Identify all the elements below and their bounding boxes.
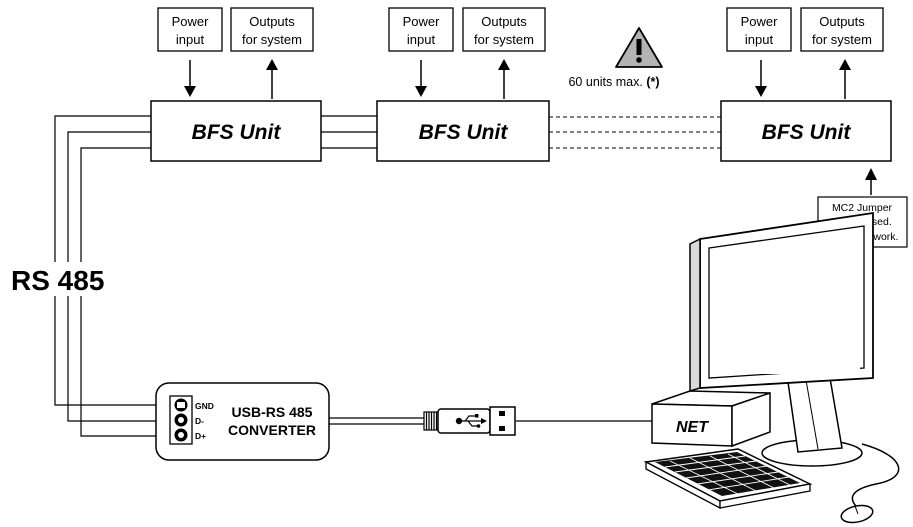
outputs-arrow-head-3 (839, 59, 851, 70)
usb-cable (329, 406, 652, 436)
power-input-box-1 (157, 7, 223, 52)
terminal-screw-gnd (174, 398, 188, 412)
desktop-computer-icon: NET (643, 211, 900, 524)
bfs-unit-label-1: BFS Unit (192, 121, 282, 144)
usb-symbol-icon (455, 414, 487, 428)
pin-label-dminus: D- (195, 416, 204, 426)
outputs-box-1 (230, 7, 314, 52)
mouse-cable (851, 443, 900, 511)
outputs-label-3b: for system (812, 32, 872, 47)
outputs-label-3a: Outputs (819, 14, 865, 29)
rs485-label-bg (8, 262, 126, 296)
power-input-label-1a: Power (172, 14, 210, 29)
outputs-arrow-head-1 (266, 59, 278, 70)
power-input-label-2b: input (407, 32, 436, 47)
warning-group: 60 units max. (*) (568, 27, 663, 89)
jumper-arrow-head (865, 168, 877, 180)
power-input-box-3 (726, 7, 792, 52)
power-input-label-3b: input (745, 32, 774, 47)
bus-wire-gnd (54, 115, 175, 406)
computer-case: NET (651, 390, 771, 448)
monitor-screen (712, 252, 860, 374)
power-arrow-head-2 (415, 86, 427, 97)
outputs-label-2b: for system (474, 32, 534, 47)
outputs-box-3 (800, 7, 884, 52)
warning-triangle-icon (615, 27, 663, 68)
usb-rs485-converter: GND D- D+ USB-RS 485 CONVERTER (155, 382, 330, 461)
computer-label: NET (676, 419, 709, 436)
bfs-unit-2-group: Power input Outputs for system BFS Unit (376, 7, 550, 162)
monitor-stand (761, 377, 863, 467)
terminal-screw-dplus (174, 428, 188, 442)
warning-text: 60 units max. (*) (568, 75, 659, 89)
outputs-box-2 (462, 7, 546, 52)
converter-label-line1: USB-RS 485 (232, 404, 313, 420)
power-input-label-3a: Power (741, 14, 779, 29)
bfs-unit-3-group: Power input Outputs for system BFS Unit … (720, 7, 908, 248)
power-input-label-2a: Power (403, 14, 441, 29)
pin-label-gnd: GND (195, 401, 214, 411)
usb-cable-strain-relief (423, 411, 439, 431)
bfs-unit-label-2: BFS Unit (419, 121, 509, 144)
outputs-label-2a: Outputs (481, 14, 527, 29)
terminal-screw-dminus (174, 413, 188, 427)
outputs-label-1a: Outputs (249, 14, 295, 29)
outputs-arrow-head-2 (498, 59, 510, 70)
keyboard (643, 448, 813, 510)
outputs-label-1b: for system (242, 32, 302, 47)
rs485-label: RS 485 (11, 265, 104, 296)
pin-label-dplus: D+ (195, 431, 206, 441)
rs485-bus-continuation (549, 116, 721, 149)
jumper-note-line1: MC2 Jumper (832, 202, 893, 214)
bfs-unit-label-3: BFS Unit (762, 121, 852, 144)
bfs-unit-box-1 (150, 100, 322, 162)
bfs-unit-1-group: Power input Outputs for system BFS Unit (150, 7, 322, 162)
monitor (689, 211, 874, 393)
power-arrow-head-3 (755, 86, 767, 97)
power-input-label-1b: input (176, 32, 205, 47)
bfs-unit-box-2 (376, 100, 550, 162)
bfs-unit-box-3 (720, 100, 892, 162)
power-arrow-head-1 (184, 86, 196, 97)
power-input-box-2 (388, 7, 454, 52)
mouse (840, 504, 874, 524)
converter-box (155, 382, 330, 461)
converter-label-line2: CONVERTER (228, 422, 316, 438)
